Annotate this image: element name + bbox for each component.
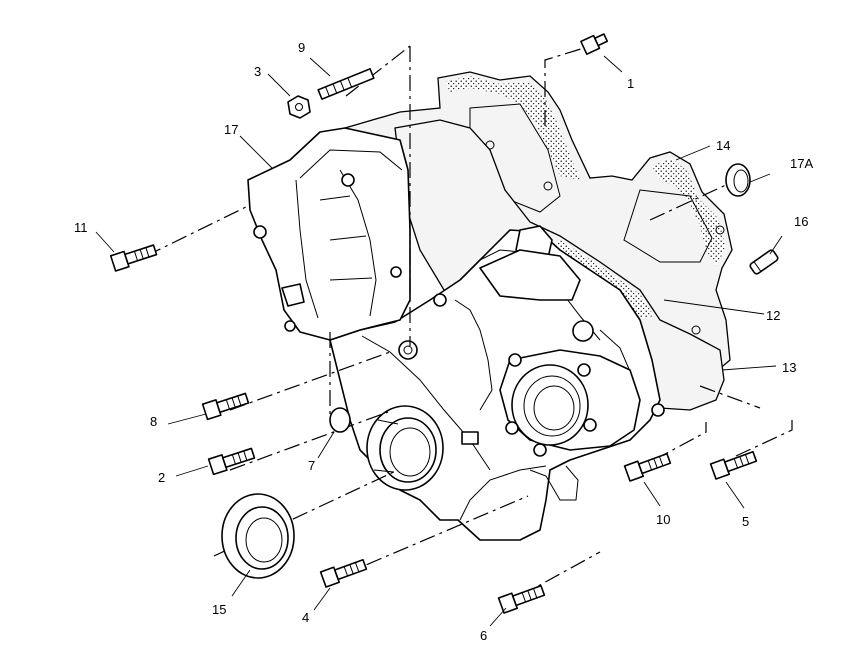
callout-2: 2 (158, 470, 165, 485)
nut-3 (287, 95, 311, 119)
seal-17a (725, 163, 751, 197)
callout-17a: 17A (790, 156, 813, 171)
callout-14: 14 (716, 138, 730, 153)
bolt-4 (319, 558, 368, 588)
callout-4: 4 (302, 610, 309, 625)
bolt-6 (497, 584, 546, 614)
callout-15: 15 (212, 602, 226, 617)
leader-lines (95, 55, 783, 627)
bolt-8 (201, 392, 250, 421)
callout-11: 11 (74, 220, 88, 235)
upper-cover-17 (247, 127, 411, 341)
bolt-1 (580, 33, 609, 55)
callout-9: 9 (298, 40, 305, 55)
timing-cover-housing (329, 225, 665, 541)
plug-7 (329, 407, 351, 433)
bolt-5 (709, 450, 758, 480)
callout-17: 17 (224, 122, 238, 137)
callout-6: 6 (480, 628, 487, 643)
callout-8: 8 (150, 414, 157, 429)
callout-5: 5 (742, 514, 749, 529)
callout-13: 13 (782, 360, 796, 375)
callout-10: 10 (656, 512, 670, 527)
bolt-9 (317, 68, 375, 100)
callout-1: 1 (627, 76, 634, 91)
callout-3: 3 (254, 64, 261, 79)
bolt-2 (207, 447, 256, 476)
dowel-16 (749, 249, 779, 275)
callout-16: 16 (794, 214, 808, 229)
bolt-10 (623, 452, 672, 482)
callout-7: 7 (308, 458, 315, 473)
seal-15 (221, 493, 295, 579)
callout-12: 12 (766, 308, 780, 323)
bolt-11 (109, 244, 158, 272)
